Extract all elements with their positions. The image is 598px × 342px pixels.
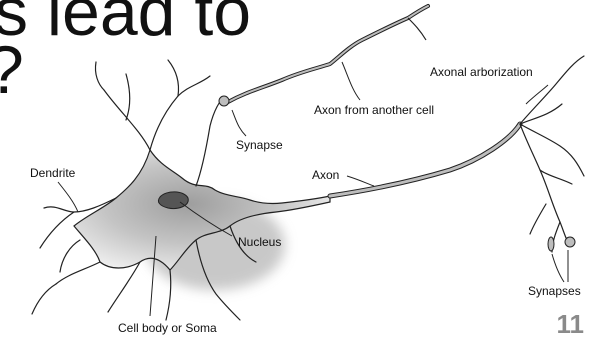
label-dendrite: Dendrite bbox=[30, 166, 76, 180]
axonal-arborization-branches bbox=[520, 56, 584, 252]
slide-number: 11 bbox=[557, 309, 585, 340]
label-nucleus: Nucleus bbox=[238, 235, 281, 249]
synapse-bulb bbox=[219, 96, 229, 106]
axon-shape bbox=[330, 124, 520, 196]
label-axon-from-another-cell: Axon from another cell bbox=[314, 103, 434, 117]
label-axonal-arborization: Axonal arborization bbox=[430, 65, 533, 79]
label-axon: Axon bbox=[312, 168, 339, 182]
synapse-terminal-left bbox=[548, 237, 554, 251]
axon-from-another-cell-shape bbox=[228, 6, 428, 102]
nucleus-shape bbox=[158, 192, 188, 209]
label-cell-body: Cell body or Soma bbox=[118, 321, 217, 335]
label-synapse: Synapse bbox=[236, 138, 283, 152]
synapse-terminal-right bbox=[565, 237, 575, 247]
label-synapses: Synapses bbox=[528, 284, 581, 298]
